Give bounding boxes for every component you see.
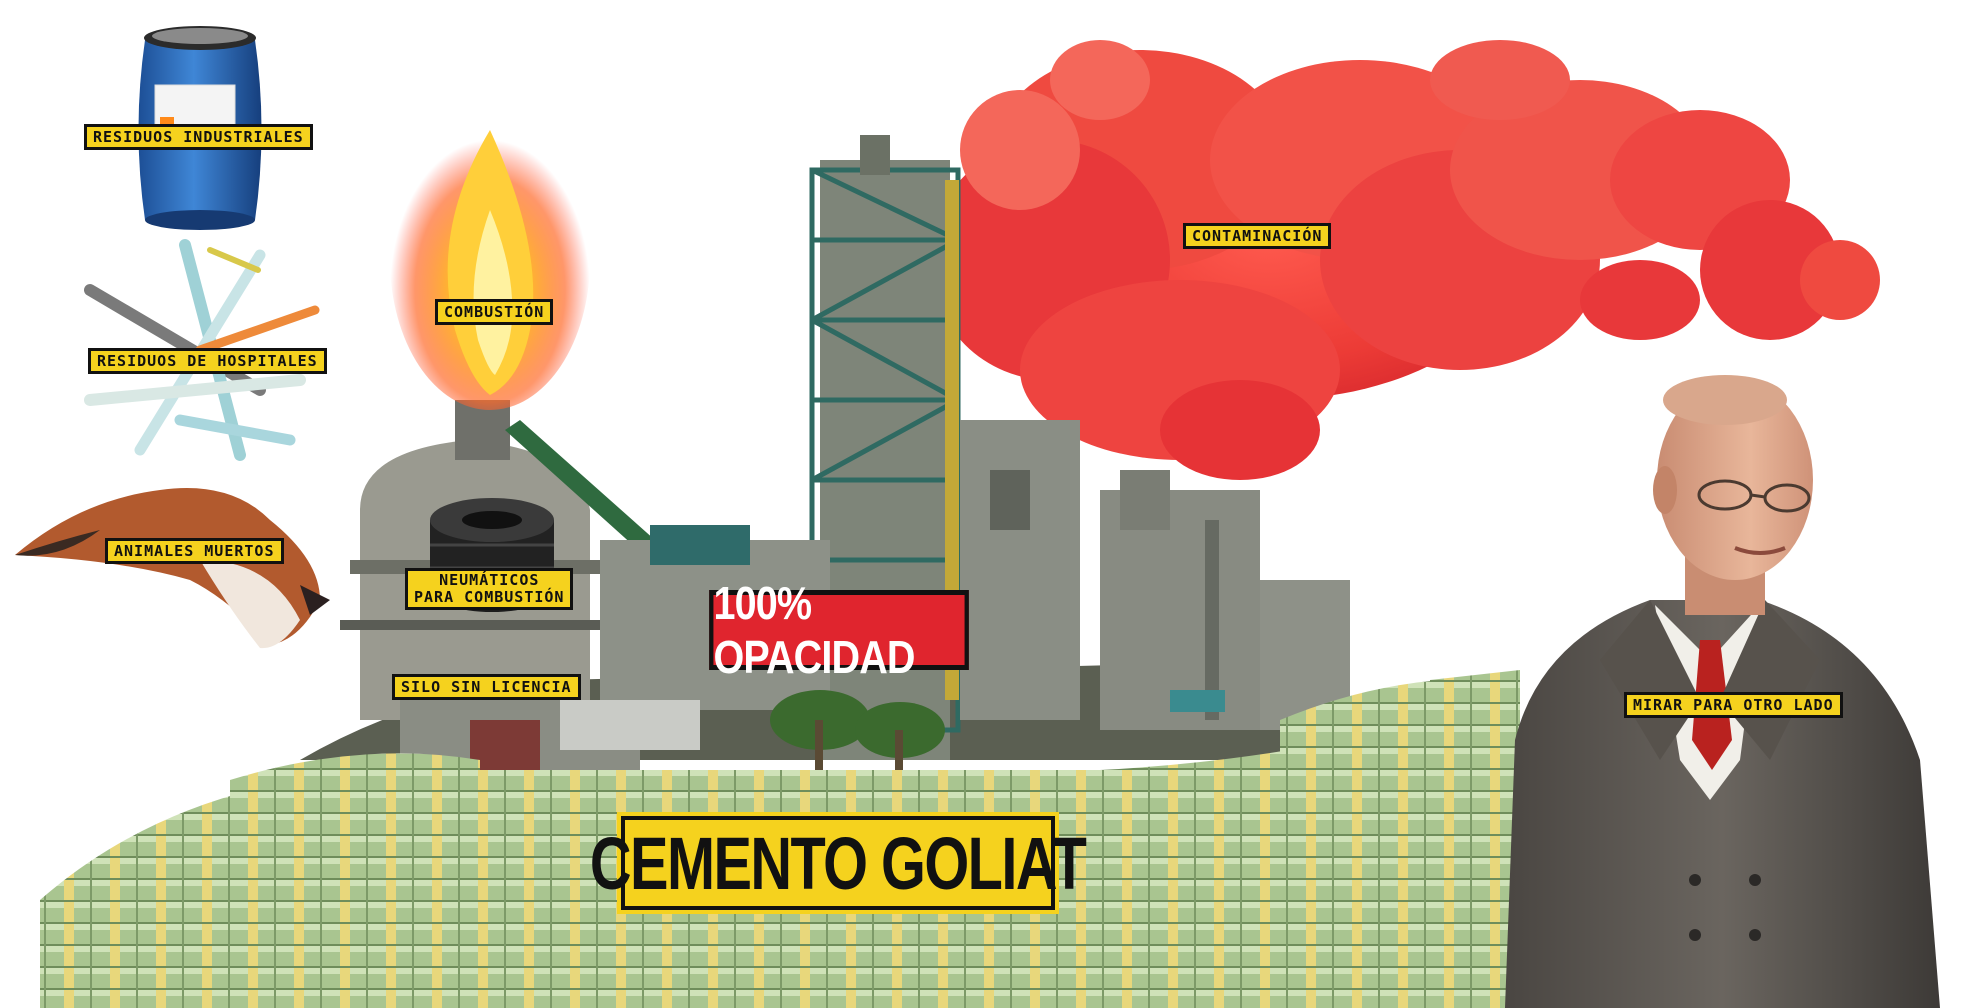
page-title: CEMENTO GOLIAT bbox=[590, 821, 1087, 905]
tag-look-away: MIRAR PARA OTRO LADO bbox=[1624, 692, 1843, 718]
title-banner: CEMENTO GOLIAT bbox=[590, 812, 1087, 914]
tag-combustion: COMBUSTIÓN bbox=[435, 299, 554, 325]
flame-icon bbox=[390, 110, 590, 410]
tag-tires-line2: PARA COMBUSTIÓN bbox=[414, 588, 565, 606]
tag-dead-animals: ANIMALES MUERTOS bbox=[105, 538, 284, 564]
tag-pollution: CONTAMINACIÓN bbox=[1183, 223, 1332, 249]
tag-hospital-waste: RESIDUOS DE HOSPITALES bbox=[88, 348, 327, 374]
tag-tires-line1: NEUMÁTICOS bbox=[439, 571, 540, 589]
tag-silo: SILO SIN LICENCIA bbox=[392, 674, 581, 700]
smoke-cloud-icon bbox=[930, 40, 1880, 480]
opacity-badge: 100% OPACIDAD bbox=[709, 577, 969, 683]
tag-tires: NEUMÁTICOS PARA COMBUSTIÓN bbox=[405, 568, 574, 610]
tag-industrial-waste: RESIDUOS INDUSTRIALES bbox=[84, 124, 313, 150]
dead-fox-icon bbox=[15, 488, 330, 649]
